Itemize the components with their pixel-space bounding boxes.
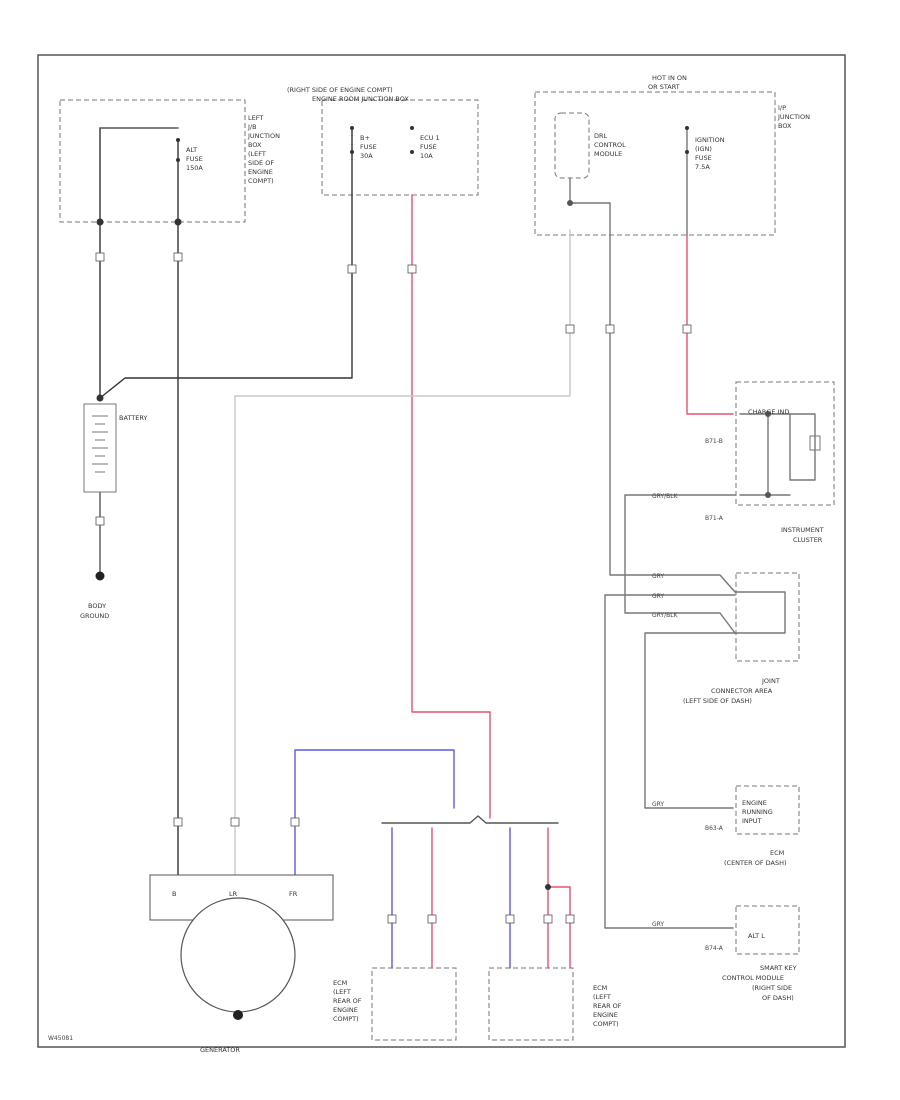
instrument-cluster-outline xyxy=(735,381,835,506)
wire-code-gry-blk: GRY/BLK xyxy=(652,493,679,500)
wire-red-ecu-fuse-ecm xyxy=(411,194,491,819)
ecm-left-a-outline xyxy=(371,967,457,1041)
junction-dot xyxy=(96,394,104,402)
junction-dot xyxy=(765,492,771,498)
wire-blue-generator-fr-ecm xyxy=(294,749,455,876)
battery-label: BATTERY xyxy=(119,414,147,422)
junction-dot xyxy=(174,218,182,226)
generator-label: GENERATOR xyxy=(200,1046,240,1054)
wire-red-ecm-b2 xyxy=(547,886,571,969)
drl-control-module-outline xyxy=(554,112,590,179)
joint-connector-outline xyxy=(735,572,800,662)
connector-pins xyxy=(95,252,692,924)
wire-gray-joint-ecm xyxy=(644,632,736,809)
generator-ground-dot xyxy=(233,1010,243,1020)
connector-id-b71a: B71-A xyxy=(705,515,724,522)
fuse-symbols xyxy=(176,126,689,162)
generator-terminal-b: B xyxy=(172,890,176,898)
connector-id-b63a: B63-A xyxy=(705,825,724,832)
wire-code-gry: GRY xyxy=(652,593,664,600)
junction-dot xyxy=(765,411,771,417)
battery-cells xyxy=(92,415,108,473)
engine-room-junction-box-outline xyxy=(321,99,479,196)
charge-indicator-lamp xyxy=(809,435,821,451)
junction-dot xyxy=(545,884,551,890)
junction-dot xyxy=(96,218,104,226)
wire-code-gry: GRY xyxy=(652,573,664,580)
ecm-connector-bus xyxy=(381,815,559,824)
generator-terminal-lr: LR xyxy=(229,890,238,898)
generator-terminal-fr: FR xyxy=(289,890,298,898)
generator-symbol xyxy=(180,897,296,1013)
left-junction-box-outline xyxy=(59,99,246,223)
junction-dot xyxy=(567,200,573,206)
ip-junction-box-outline xyxy=(534,91,776,236)
smart-key-module-outline xyxy=(735,905,800,955)
ecm-center-label: ECM(CENTER OF DASH) xyxy=(724,849,787,867)
wire-gray-blk-cluster-joint xyxy=(624,494,736,634)
engine-room-header-label: (RIGHT SIDE OF ENGINE COMPT)ENGINE ROOM … xyxy=(287,86,409,103)
wire-black-battery-b-fuse xyxy=(99,127,353,399)
diagram-code: W45081 xyxy=(48,1035,73,1042)
wire-code-gry-blk: GRY/BLK xyxy=(652,612,679,619)
wire-code-gry: GRY xyxy=(652,801,664,808)
alt-l-label: ALT L xyxy=(748,932,765,940)
ecm-left-b-outline xyxy=(488,967,574,1041)
wire-gray-joint-smartkey xyxy=(604,594,736,929)
wire-gray-drl-output xyxy=(569,177,736,593)
wire-gray-drl-generator-l xyxy=(234,229,571,876)
wire-joint-internal xyxy=(734,591,786,634)
cluster-internal-wiring xyxy=(739,413,816,496)
wire-red-ignition-cluster xyxy=(686,234,734,415)
battery-symbol xyxy=(83,403,117,493)
diagram-frame xyxy=(37,54,846,1048)
wire-code-gry: GRY xyxy=(652,921,664,928)
charge-ind-label: CHARGE IND xyxy=(748,408,789,416)
connector-id-b71b: B71-B xyxy=(705,438,723,445)
body-ground-terminal xyxy=(95,571,105,581)
connector-id-b74a: B74-A xyxy=(705,945,724,952)
